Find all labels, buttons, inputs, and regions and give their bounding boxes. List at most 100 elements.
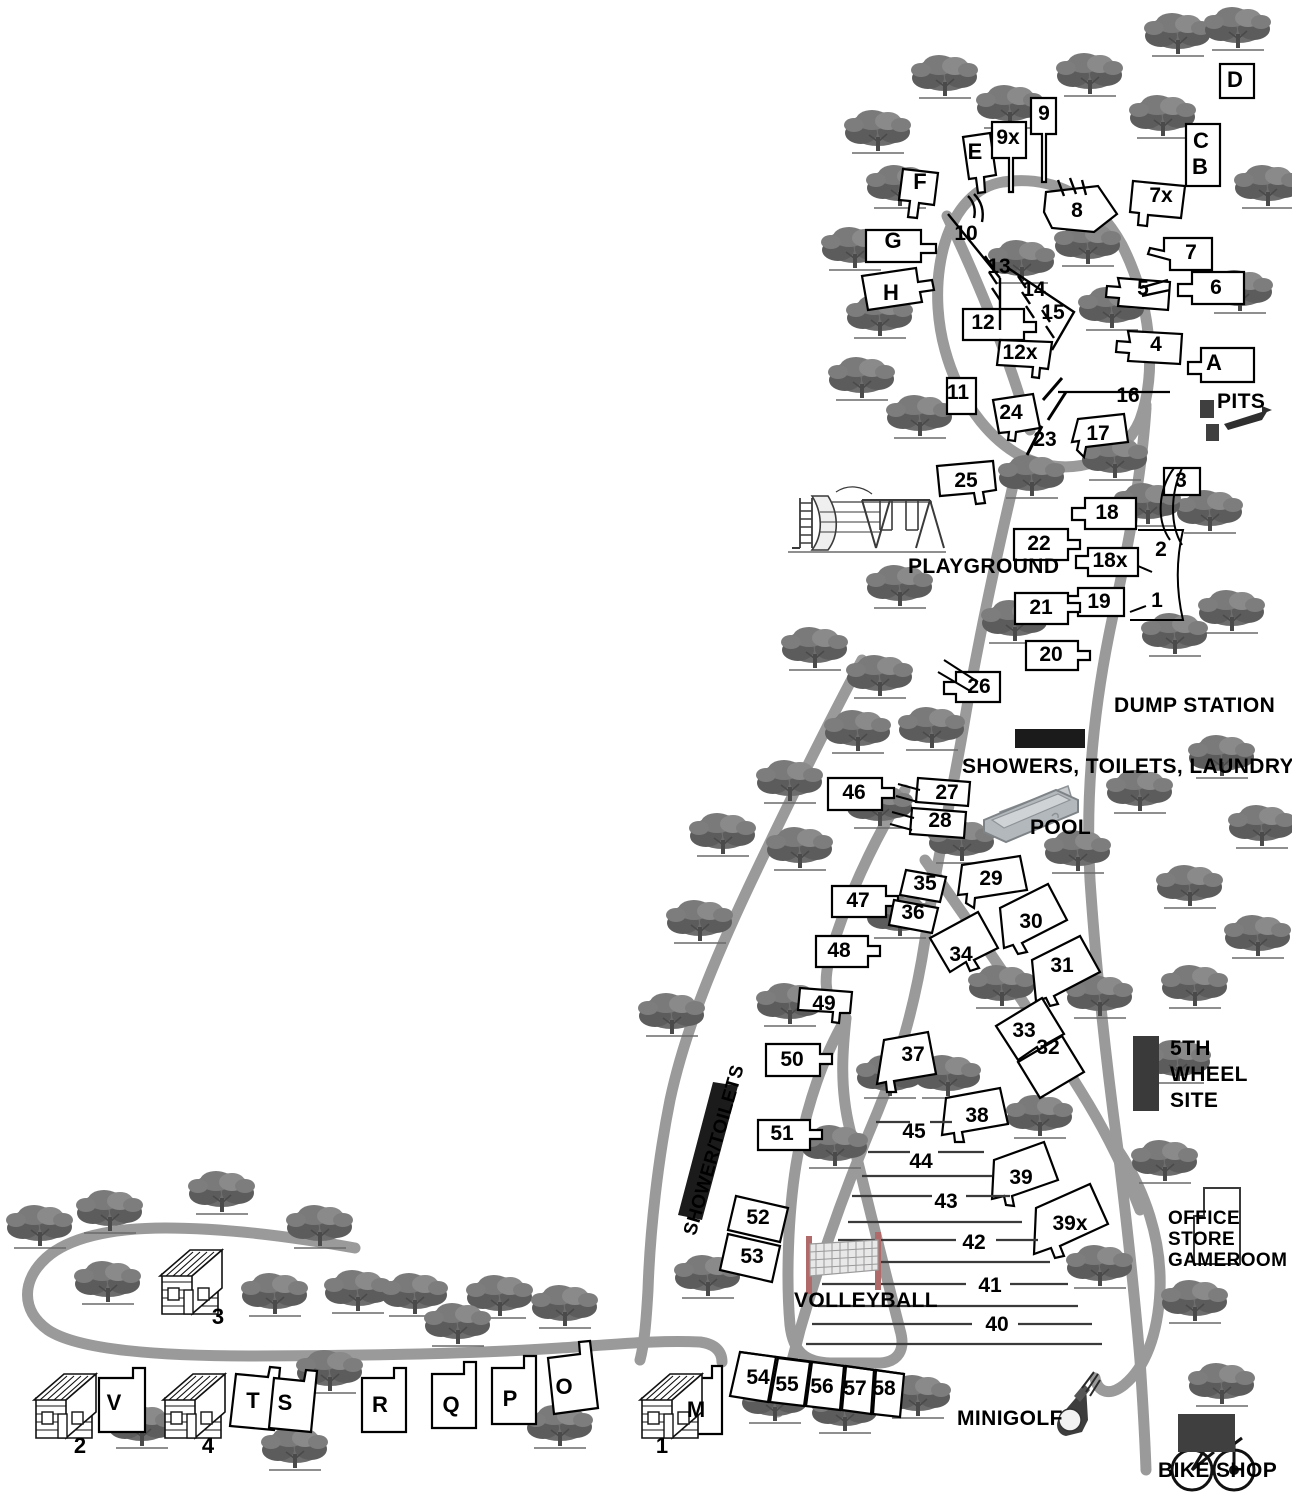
fifth-wheel-site-label: 5TH WHEEL SITE xyxy=(1170,1036,1248,1114)
cabin-label-2: 2 xyxy=(73,1433,87,1458)
site-label-m: M xyxy=(686,1397,706,1422)
site-pad-26 xyxy=(942,670,1002,704)
site-label-t: T xyxy=(246,1388,260,1413)
office-store-gameroom-building xyxy=(1193,1187,1241,1265)
site-row-bound-54-58 xyxy=(739,1350,905,1376)
site-pad-P xyxy=(490,1354,538,1426)
dump-station-label: DUMP STATION xyxy=(1114,694,1276,717)
golf-club-ball-icon xyxy=(1057,1371,1101,1436)
site-pad-Q xyxy=(430,1360,478,1430)
site-label-24: 24 xyxy=(999,401,1023,424)
horseshoe-pits-icon xyxy=(1200,400,1272,441)
road-spine-left xyxy=(772,454,1025,1418)
site-label-58: 58 xyxy=(872,1377,896,1400)
site-pad-7 xyxy=(1146,236,1214,272)
site-pad-O xyxy=(546,1339,600,1416)
site-label-12x: 12x xyxy=(1002,341,1038,364)
site-label-55: 55 xyxy=(775,1373,799,1396)
office-line-1: OFFICE xyxy=(1168,1208,1241,1229)
site-label-32: 32 xyxy=(1036,1036,1060,1059)
site-pad-32 xyxy=(1016,1034,1086,1100)
site-label-34: 34 xyxy=(949,943,973,966)
site-pad-38 xyxy=(940,1086,1010,1144)
site-pad-27 xyxy=(914,776,972,808)
site-label-h: H xyxy=(883,280,899,305)
site-label-27: 27 xyxy=(935,781,959,804)
site-label-53: 53 xyxy=(740,1245,764,1268)
site-pad-46 xyxy=(826,776,896,812)
site-label-5: 5 xyxy=(1137,277,1149,300)
volleyball-label: VOLLEYBALL xyxy=(794,1289,938,1312)
site-label-29: 29 xyxy=(979,867,1003,890)
site-pad-H xyxy=(860,266,936,312)
site-label-s: S xyxy=(277,1390,293,1415)
minigolf-label: MINIGOLF xyxy=(957,1407,1063,1430)
site-label-6: 6 xyxy=(1210,276,1222,299)
site-pad-22 xyxy=(1012,527,1082,562)
site-pad-S xyxy=(267,1368,319,1434)
site-label-21: 21 xyxy=(1029,596,1053,619)
volleyball-net-icon xyxy=(806,1232,881,1294)
fifth-wheel-line-1: 5TH xyxy=(1170,1037,1211,1060)
site-pad-39 xyxy=(990,1140,1060,1208)
site-pad-35 xyxy=(898,868,948,904)
site-pad-49 xyxy=(796,986,854,1025)
pool-label: POOL xyxy=(1030,816,1092,839)
site-label-52: 52 xyxy=(746,1206,770,1229)
site-pad-53 xyxy=(718,1232,782,1284)
site-pad-T xyxy=(228,1365,282,1432)
site-pad-20 xyxy=(1024,639,1092,672)
site-detail-marks xyxy=(889,177,1185,831)
site-label-35: 35 xyxy=(913,872,937,895)
site-label-49: 49 xyxy=(812,992,836,1015)
site-label-1: 1 xyxy=(1151,589,1163,612)
site-label-45: 45 xyxy=(902,1120,926,1143)
site-label-46: 46 xyxy=(842,781,866,804)
site-label-43: 43 xyxy=(934,1190,958,1213)
site-label-54: 54 xyxy=(746,1366,770,1389)
site-pad-CB xyxy=(1184,122,1222,188)
site-pad-48 xyxy=(814,934,882,969)
site-label-30: 30 xyxy=(1019,910,1043,933)
site-label-31: 31 xyxy=(1050,954,1074,977)
site-label-14: 14 xyxy=(1022,278,1046,301)
site-label-26: 26 xyxy=(967,675,991,698)
site-label-57: 57 xyxy=(843,1377,867,1400)
playground-icon xyxy=(788,486,946,553)
site-label-51: 51 xyxy=(770,1122,794,1145)
site-label-44: 44 xyxy=(909,1150,933,1173)
site-pad-12x xyxy=(995,338,1054,380)
cabin-label-1: 1 xyxy=(655,1433,669,1458)
site-pad-29 xyxy=(956,854,1029,910)
site-label-33: 33 xyxy=(1012,1019,1036,1042)
fifth-wheel-site-swatch xyxy=(1133,1036,1159,1111)
site-pad-9x xyxy=(990,120,1028,194)
site-pad-28 xyxy=(908,806,968,840)
site-pad-36 xyxy=(887,898,940,935)
site-label-37: 37 xyxy=(901,1043,925,1066)
bike-shop-label: BIKE SHOP xyxy=(1158,1459,1278,1482)
fifth-wheel-line-2: WHEEL xyxy=(1170,1063,1248,1086)
showers-toilets-laundry-label: SHOWERS, TOILETS, LAUNDRY xyxy=(962,755,1292,778)
site-label-17: 17 xyxy=(1086,422,1110,445)
site-label-18x: 18x xyxy=(1092,549,1128,572)
cabin-label-4: 4 xyxy=(201,1433,215,1458)
site-label-7: 7 xyxy=(1185,241,1197,264)
site-label-9: 9 xyxy=(1038,102,1050,125)
road-loop-right-link xyxy=(1134,399,1152,426)
site-pad-9 xyxy=(1029,96,1058,184)
site-label-13: 13 xyxy=(987,255,1011,278)
site-label-q: Q xyxy=(442,1392,460,1417)
site-label-2: 2 xyxy=(1155,538,1167,561)
office-line-2: STORE xyxy=(1168,1229,1236,1250)
site-pad-21 xyxy=(1013,591,1082,626)
site-label-16: 16 xyxy=(1116,384,1140,407)
site-label-e: E xyxy=(967,139,983,164)
shower-toilets-building xyxy=(678,1082,738,1220)
site-label-39: 39 xyxy=(1009,1166,1033,1189)
site-pad-51 xyxy=(756,1118,824,1152)
road-office-loop xyxy=(1089,1144,1166,1398)
office-line-3: GAMEROOM xyxy=(1168,1250,1288,1271)
site-label-18: 18 xyxy=(1095,501,1119,524)
